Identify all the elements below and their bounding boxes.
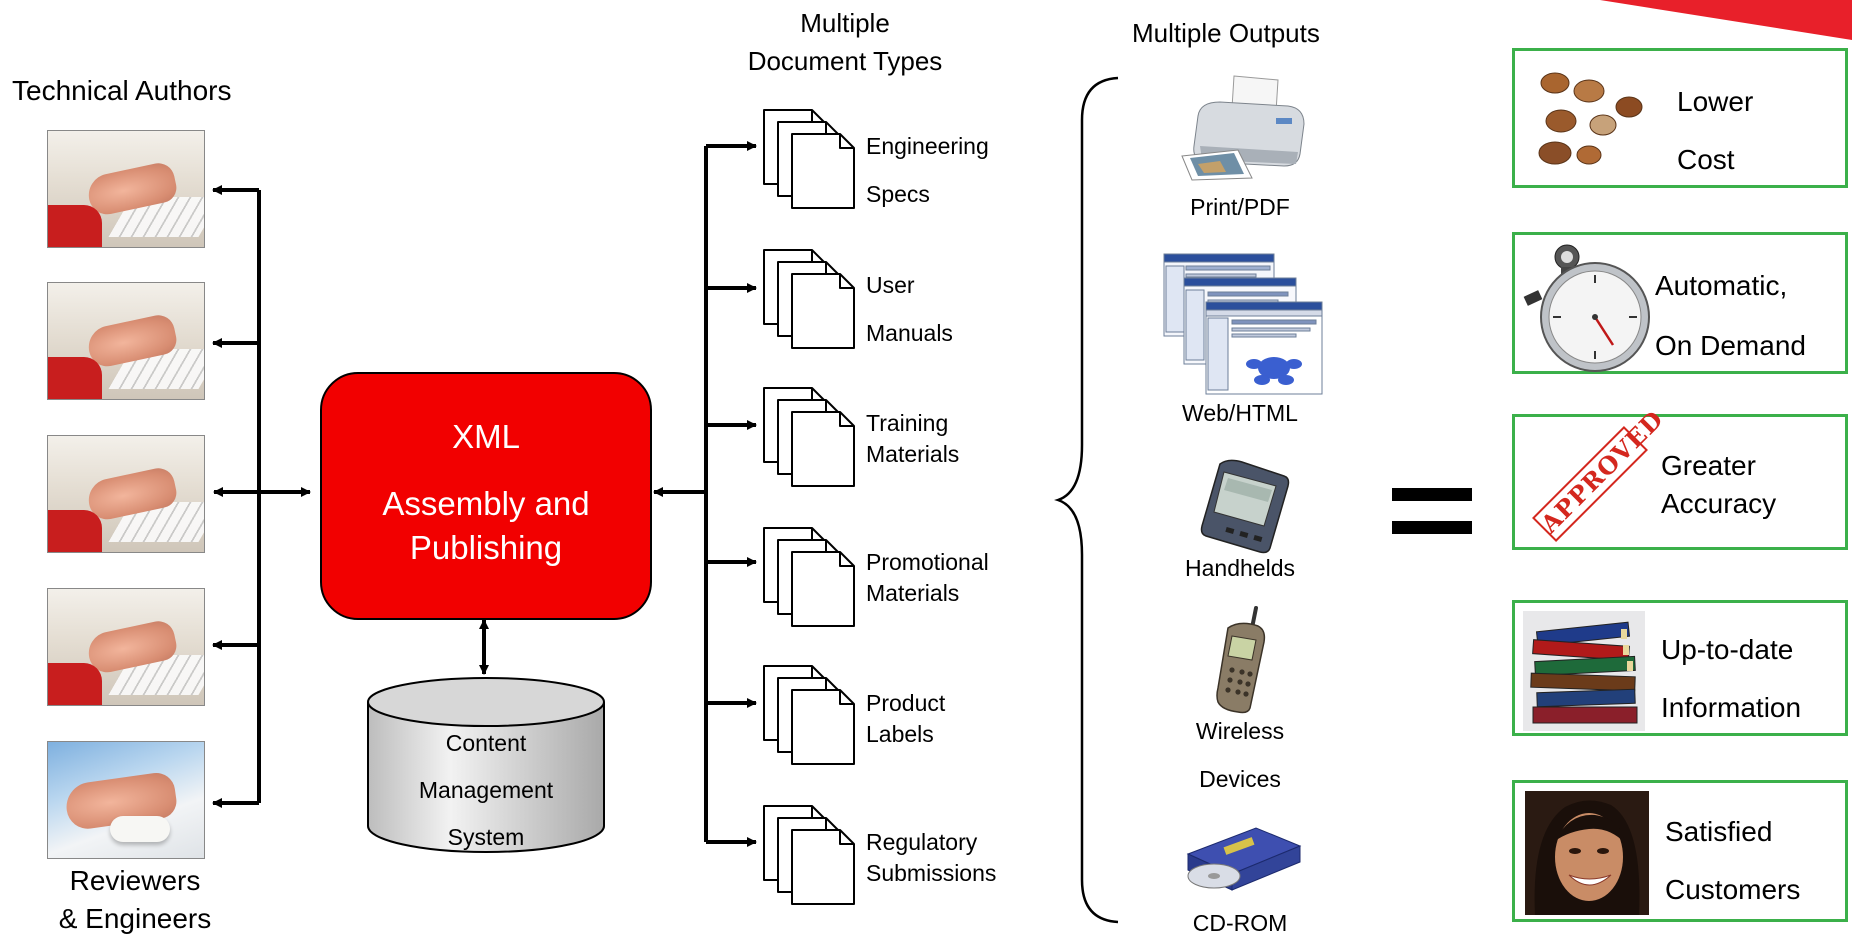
output-label: Print/PDF bbox=[1190, 194, 1290, 220]
doc-type-label-line1: User bbox=[866, 272, 915, 298]
result-text-line1: Up-to-date bbox=[1661, 634, 1794, 665]
smiling-customer-icon bbox=[1525, 791, 1649, 915]
output-label: Web/HTML bbox=[1182, 400, 1298, 426]
doc-type-label-line2: Specs bbox=[866, 181, 930, 207]
document-types-title-line2: Document Types bbox=[747, 46, 943, 76]
result-text-line2: Accuracy bbox=[1661, 488, 1777, 519]
doc-type-label-line1: Engineering bbox=[866, 133, 989, 159]
outputs-brace bbox=[1054, 76, 1119, 924]
document-stack-icon bbox=[763, 665, 855, 765]
web-pages-icon bbox=[1163, 253, 1323, 395]
document-stack-icon bbox=[763, 527, 855, 627]
result-box-satisfied-customers: Satisfied Customers bbox=[1512, 780, 1848, 922]
cms-label-line2: Management bbox=[418, 777, 554, 803]
result-box-lower-cost: Lower Cost bbox=[1512, 48, 1848, 188]
output-label-line2: Devices bbox=[1199, 766, 1281, 792]
result-text-line2: Customers bbox=[1665, 874, 1801, 905]
handheld-icon bbox=[1200, 459, 1290, 554]
reviewers-label-line1: Reviewers bbox=[69, 865, 201, 896]
doc-type-label-line1: Training bbox=[866, 410, 949, 436]
xml-box-line1: XML bbox=[452, 418, 520, 455]
xml-box-line2: Assembly and bbox=[382, 485, 590, 522]
xml-assembly-publishing-box: XML Assembly and Publishing bbox=[320, 372, 652, 620]
document-stack-icon bbox=[763, 109, 855, 209]
result-text-line1: Lower bbox=[1677, 86, 1754, 117]
approved-stamp-text: APPROVED bbox=[1532, 404, 1669, 542]
stopwatch-icon bbox=[1523, 244, 1650, 372]
doc-type-label-line1: Regulatory bbox=[866, 829, 978, 855]
result-text-line1: Satisfied bbox=[1665, 816, 1773, 847]
author-photo-3 bbox=[47, 435, 205, 553]
document-stack-icon bbox=[763, 387, 855, 487]
author-photo-1 bbox=[47, 130, 205, 248]
result-text-line2: Information bbox=[1661, 692, 1802, 723]
approved-stamp-icon: APPROVED bbox=[1532, 404, 1669, 542]
doc-type-label-line2: Manuals bbox=[866, 320, 953, 346]
result-text-line2: Cost bbox=[1677, 144, 1735, 175]
doc-type-label-line1: Promotional bbox=[866, 549, 989, 575]
cd-drive-icon bbox=[1186, 827, 1302, 891]
reviewer-photo bbox=[47, 741, 205, 859]
reviewers-label-line2: & Engineers bbox=[58, 903, 212, 934]
database-cylinder-icon bbox=[367, 677, 605, 853]
output-label: CD-ROM bbox=[1192, 910, 1288, 936]
cms-label-line1: Content bbox=[445, 730, 527, 756]
doc-type-label-line1: Product bbox=[866, 690, 946, 716]
document-stack-icon bbox=[763, 805, 855, 905]
author-photo-2 bbox=[47, 282, 205, 400]
doc-type-label-line2: Materials bbox=[866, 441, 960, 467]
document-types-title-line1: Multiple bbox=[800, 8, 890, 38]
result-text-line1: Greater bbox=[1661, 450, 1756, 481]
output-label: Handhelds bbox=[1185, 555, 1295, 581]
multiple-outputs-title: Multiple Outputs bbox=[1132, 18, 1320, 48]
xml-box-line3: Publishing bbox=[409, 529, 563, 566]
result-text-line1: Automatic, bbox=[1655, 270, 1788, 301]
doc-type-label-line2: Labels bbox=[866, 721, 934, 747]
result-box-greater-accuracy: APPROVED Greater Accuracy bbox=[1512, 404, 1848, 550]
printer-icon bbox=[1181, 75, 1305, 181]
output-label-line1: Wireless bbox=[1195, 718, 1285, 744]
cell-phone-icon bbox=[1216, 606, 1266, 714]
result-text-line2: On Demand bbox=[1655, 330, 1806, 361]
cms-label-line3: System bbox=[447, 824, 525, 850]
coins-icon bbox=[1538, 72, 1643, 165]
equals-sign bbox=[1392, 488, 1472, 534]
books-icon bbox=[1523, 611, 1645, 731]
document-stack-icon bbox=[763, 249, 855, 349]
technical-authors-title: Technical Authors bbox=[12, 75, 232, 106]
result-box-up-to-date: Up-to-date Information bbox=[1512, 600, 1848, 736]
author-photo-4 bbox=[47, 588, 205, 706]
doc-type-label-line2: Materials bbox=[866, 580, 960, 606]
result-box-automatic: Automatic, On Demand bbox=[1512, 232, 1848, 374]
corner-accent-shape bbox=[1600, 0, 1852, 40]
doc-type-label-line2: Submissions bbox=[866, 860, 997, 886]
